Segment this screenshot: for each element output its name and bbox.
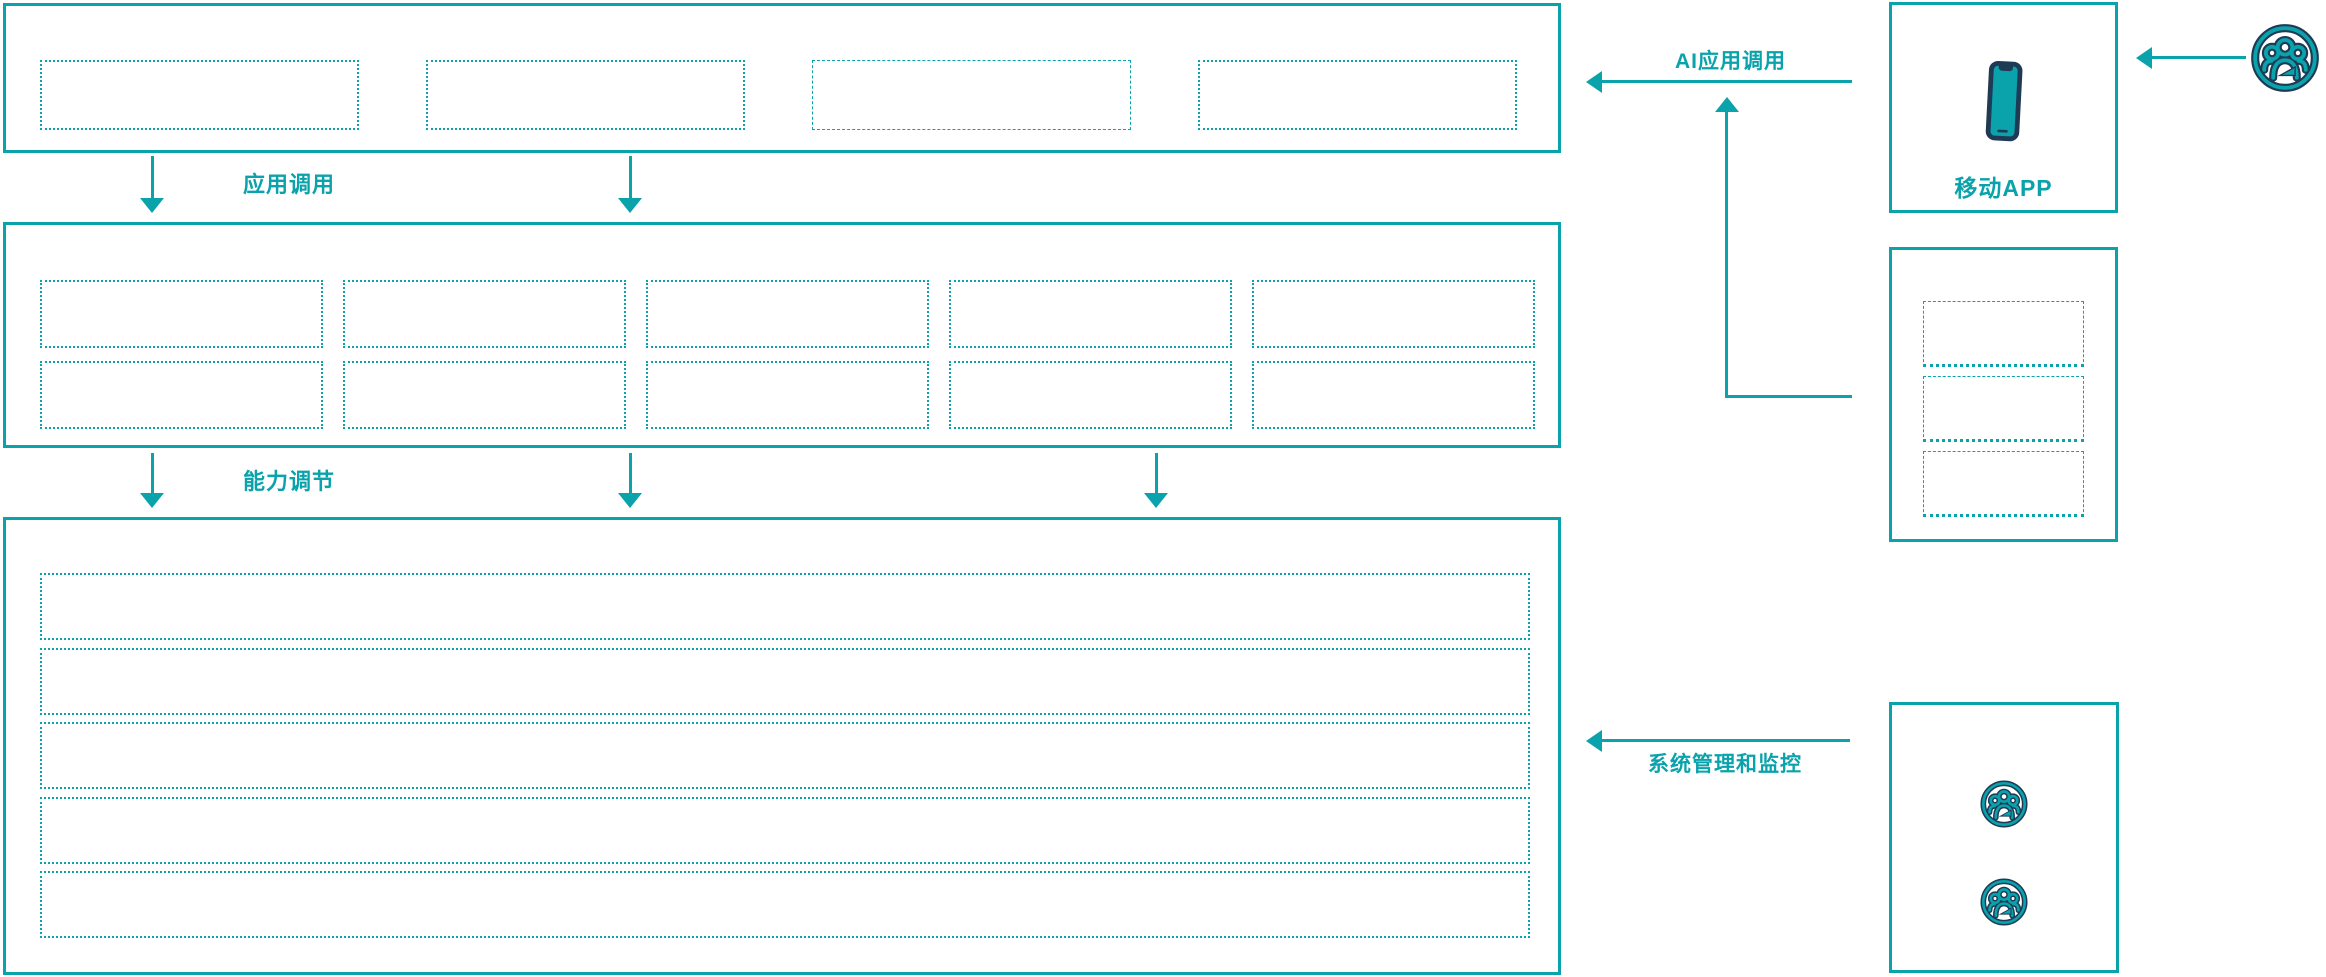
- capability-slot-grid: [6, 225, 1558, 429]
- application-layer-panel: [3, 3, 1561, 153]
- app-call-label: 应用调用: [243, 172, 336, 197]
- capability-placeholder-slot: [949, 280, 1232, 348]
- capability-adjust-label: 能力调节: [243, 469, 336, 494]
- users-group-icon: [1979, 877, 2029, 927]
- gateway-panel: [1889, 247, 2118, 542]
- capability-placeholder-slot: [40, 280, 323, 348]
- resource-placeholder-row: [40, 871, 1530, 938]
- users-group-icon: [1979, 779, 2029, 829]
- capability-placeholder-slot: [343, 361, 626, 429]
- ai-app-call-label: AI应用调用: [1675, 50, 1786, 73]
- mobile-phone-icon: [1981, 57, 2027, 149]
- application-placeholder-slot: [40, 60, 359, 130]
- gateway-riser-arrow: [1714, 97, 1739, 397]
- gateway-placeholder-slot: [1923, 301, 2084, 367]
- capability-placeholder-slot: [1252, 280, 1535, 348]
- resource-placeholder-row: [40, 796, 1530, 864]
- users-group-icon: [2249, 22, 2321, 94]
- capability-adjust-arrow-3: [1144, 453, 1168, 508]
- mobile-app-label: 移动APP: [1954, 175, 2053, 201]
- gateway-slot-stack: [1892, 250, 2115, 517]
- capability-placeholder-slot: [343, 280, 626, 348]
- capability-placeholder-slot: [646, 280, 929, 348]
- resource-placeholder-row: [40, 722, 1530, 789]
- capability-adjust-arrow-1: [140, 453, 164, 508]
- capability-placeholder-slot: [1252, 361, 1535, 429]
- admin-panel: [1889, 702, 2119, 973]
- end-user-arrow: [2136, 46, 2246, 69]
- ai-app-call-arrow: [1586, 70, 1852, 93]
- capability-placeholder-slot: [40, 361, 323, 429]
- gateway-placeholder-slot: [1923, 376, 2084, 442]
- resource-placeholder-row: [40, 647, 1530, 715]
- resource-row-stack: [6, 520, 1558, 938]
- system-management-arrow: [1586, 729, 1850, 752]
- capability-layer-panel: [3, 222, 1561, 448]
- app-call-arrow-1: [140, 156, 164, 213]
- application-placeholder-slot: [812, 60, 1131, 130]
- application-slot-row: [6, 6, 1558, 130]
- capability-placeholder-slot: [646, 361, 929, 429]
- app-call-arrow-2: [618, 156, 642, 213]
- system-management-label: 系统管理和监控: [1648, 753, 1802, 776]
- capability-placeholder-slot: [949, 361, 1232, 429]
- application-placeholder-slot: [1198, 60, 1517, 130]
- mobile-app-panel: 移动APP: [1889, 2, 2118, 213]
- gateway-elbow-line: [1725, 395, 1852, 398]
- application-placeholder-slot: [426, 60, 745, 130]
- resource-layer-panel: [3, 517, 1561, 975]
- admin-icon-stack: [1892, 705, 2116, 927]
- gateway-placeholder-slot: [1923, 451, 2084, 517]
- capability-adjust-arrow-2: [618, 453, 642, 508]
- resource-placeholder-row: [40, 573, 1530, 640]
